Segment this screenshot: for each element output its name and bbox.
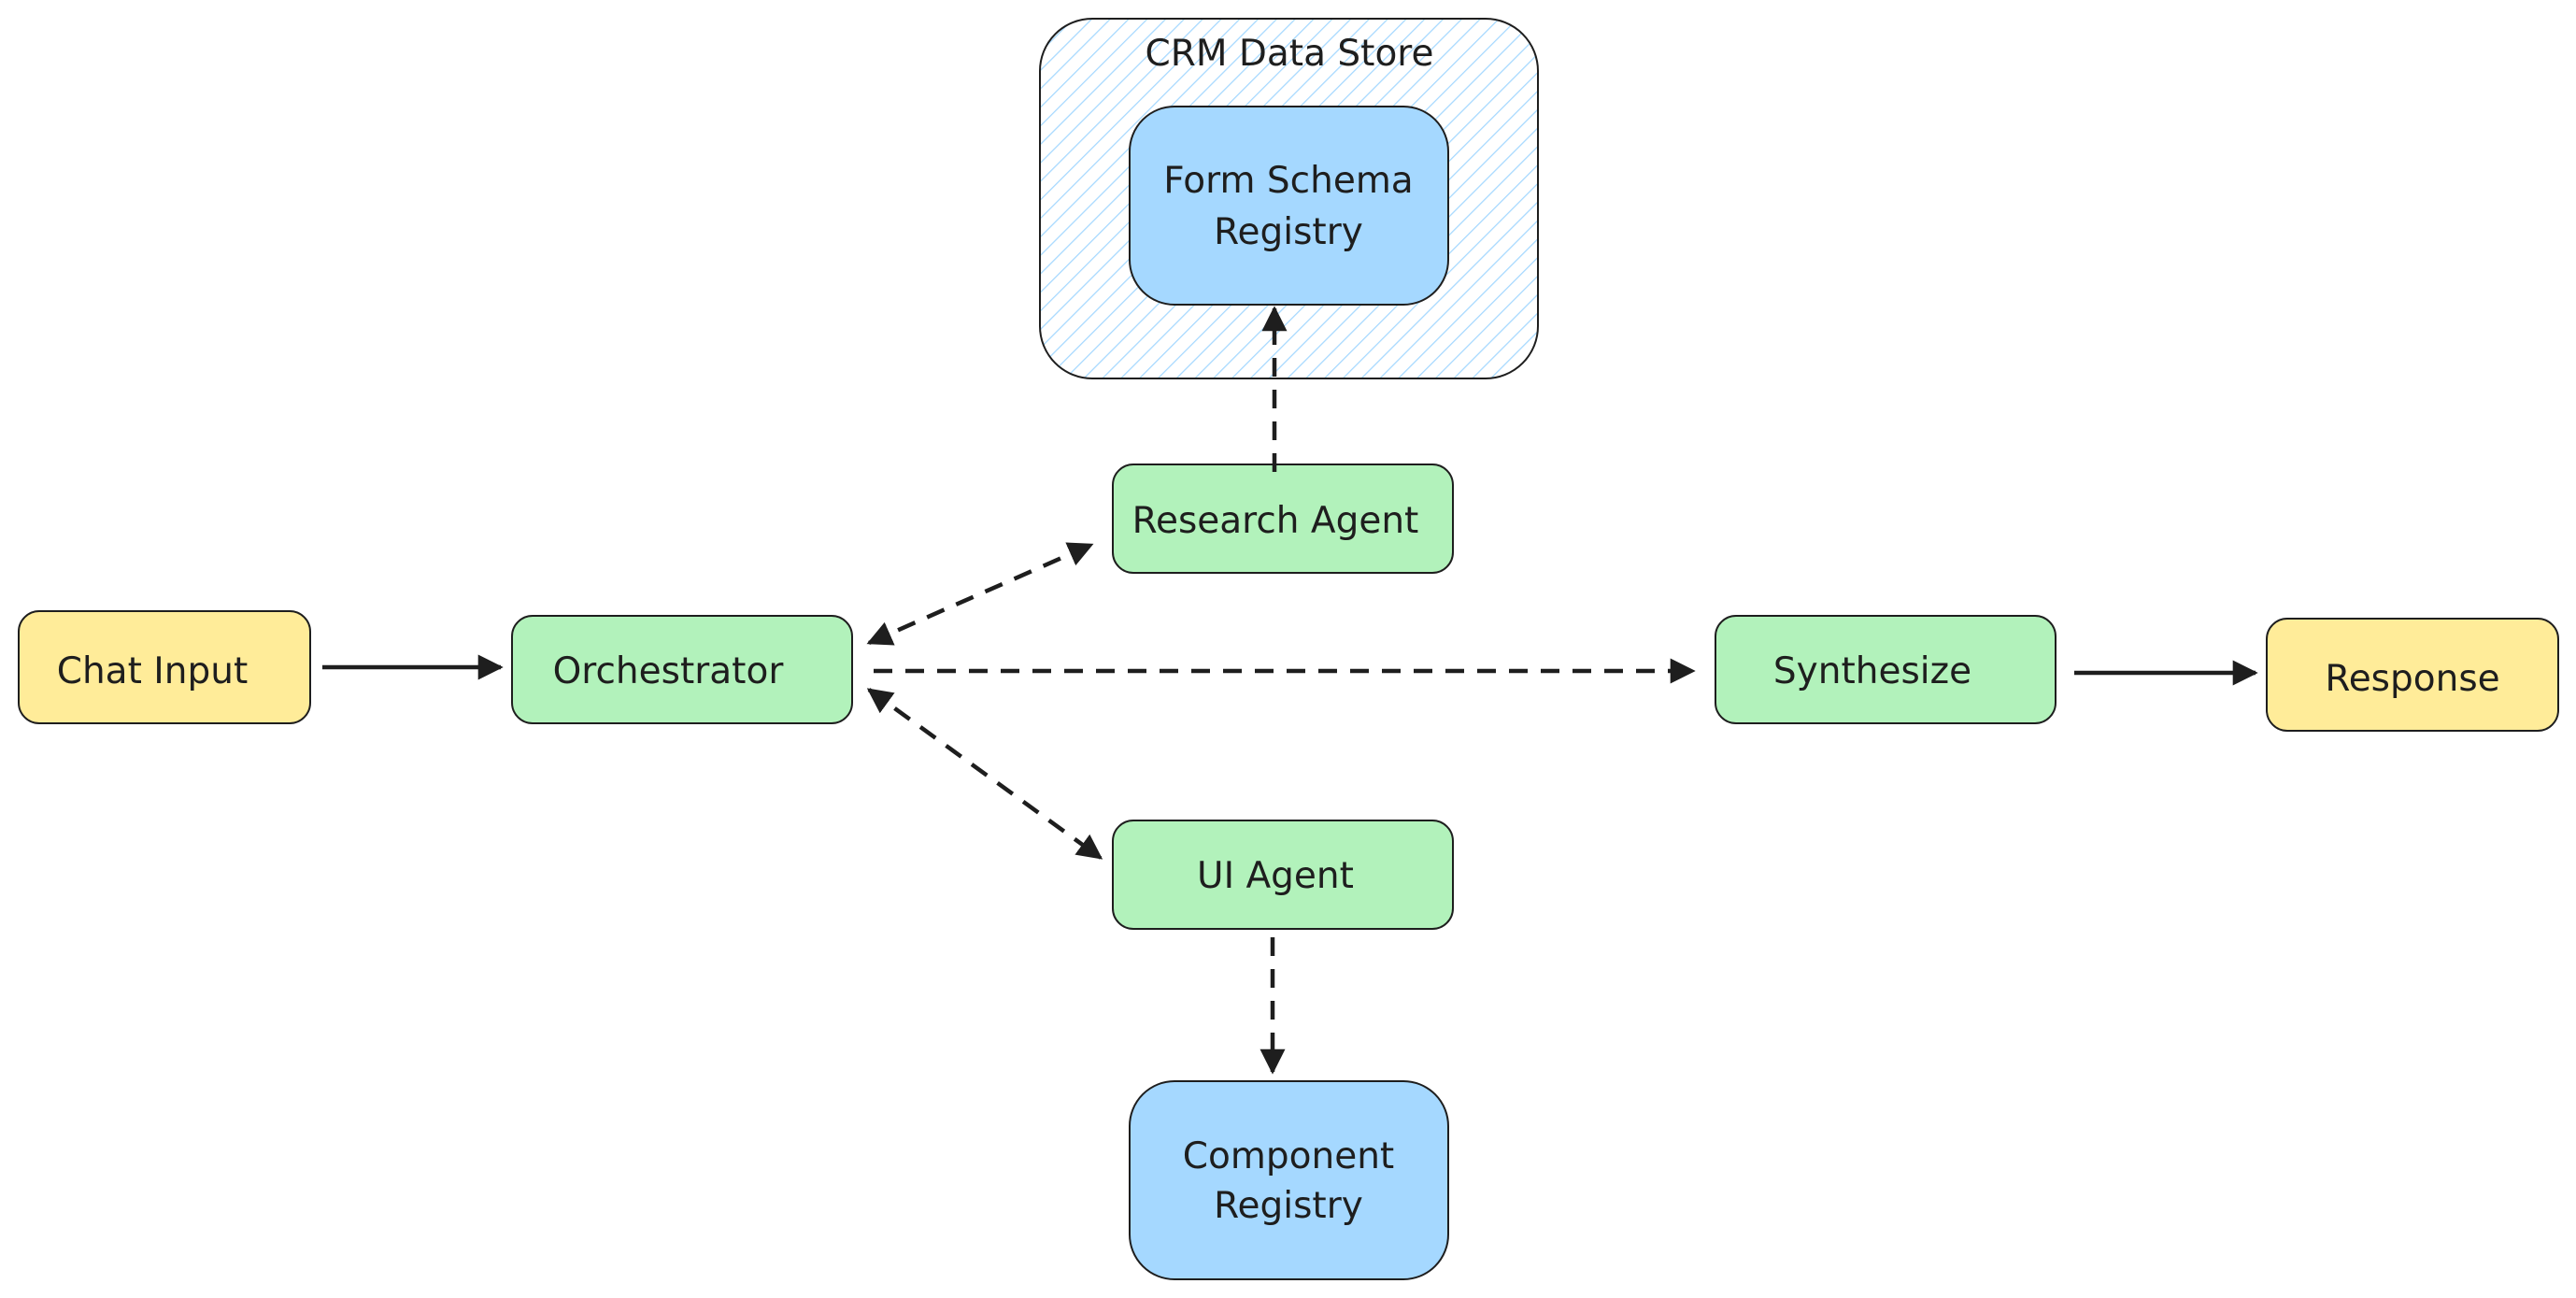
component-registry-label-line2: Registry [1214, 1185, 1363, 1227]
form-schema-registry-label-line2: Registry [1214, 211, 1363, 253]
component-registry-node[interactable]: Component Registry [1129, 1080, 1449, 1280]
orchestrator-node[interactable]: Orchestrator [511, 615, 853, 724]
edge-orchestrator-research-agent [866, 542, 1094, 646]
research-agent-label: Research Agent [1132, 500, 1419, 542]
chat-input-node[interactable]: Chat Input [18, 610, 311, 724]
ui-agent-node[interactable]: UI Agent [1112, 820, 1454, 930]
response-node[interactable]: Response [2266, 618, 2559, 732]
form-schema-registry-label-line1: Form Schema [1163, 160, 1413, 202]
response-label: Response [2325, 658, 2499, 700]
crm-data-store-label: CRM Data Store [1146, 33, 1434, 75]
synthesize-node[interactable]: Synthesize [1715, 615, 2057, 724]
research-agent-node[interactable]: Research Agent [1112, 464, 1454, 574]
edge-orchestrator-ui-agent [866, 688, 1103, 860]
ui-agent-label: UI Agent [1197, 855, 1354, 897]
component-registry-label-line1: Component [1183, 1135, 1394, 1177]
chat-input-label: Chat Input [57, 650, 249, 692]
synthesize-label: Synthesize [1773, 650, 1971, 692]
form-schema-registry-node[interactable]: Form Schema Registry [1129, 106, 1449, 306]
orchestrator-label: Orchestrator [553, 650, 785, 692]
